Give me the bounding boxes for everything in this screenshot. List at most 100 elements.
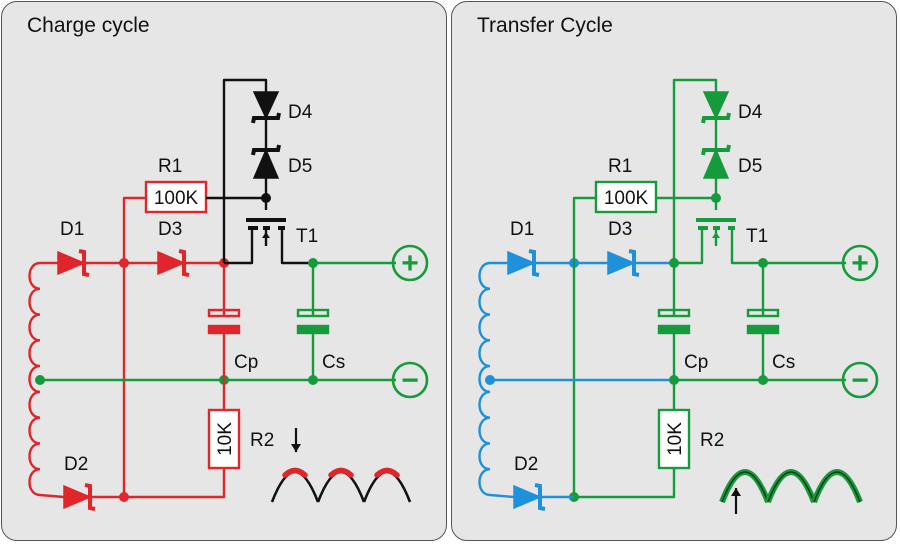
diode-d5 [701,144,731,179]
body-arrow [262,232,270,238]
waveform-arch-core [813,471,861,503]
label-d1: D1 [510,219,534,240]
capacitor-plate-bottom [296,324,330,335]
wire [280,248,313,265]
label-d5: D5 [738,156,762,177]
negative-terminal-symbol: − [401,364,419,397]
waveform-arch-core [721,471,769,503]
wire [224,248,254,265]
negative-terminal-ring [841,361,879,399]
transformer-coil [478,261,491,497]
waveform-arch [316,470,366,503]
label-d3: D3 [608,219,632,240]
label-d2: D2 [514,454,538,475]
wire [122,196,146,263]
wire [124,468,226,499]
label-cs: Cs [322,352,345,373]
capacitor-plate-bottom [657,324,691,335]
label-d5: D5 [288,156,312,177]
mosfet-t1 [696,218,736,248]
wire [672,78,718,263]
resistor-r2-value: 10K [665,422,686,456]
label-r2: R2 [700,430,724,451]
diode-triangle [507,250,536,276]
label-r2: R2 [250,430,274,451]
label-cp: Cp [684,352,708,373]
diode-triangle [252,91,280,120]
diode-triangle [513,484,542,510]
phase-arrow [731,488,741,514]
waveform [720,470,862,503]
diode-bar [701,144,731,156]
positive-terminal-ring [391,244,429,282]
mosfet-t1 [246,218,286,248]
junction-dot [485,375,495,385]
waveform-arch [270,470,320,503]
label-r1: R1 [158,156,182,177]
waveform [270,467,412,503]
label-d3: D3 [158,219,182,240]
capacitor-plate-top [207,308,241,318]
label-cp: Cp [234,352,258,373]
diode-bar [251,144,281,156]
resistor-r1-value: 100K [604,188,649,209]
waveform-highlight [328,467,354,478]
arrow-head [291,444,301,452]
negative-terminal-ring [391,361,429,399]
diode-triangle [57,250,86,276]
label-d4: D4 [288,102,313,123]
label-t1: T1 [746,226,768,247]
diode-triangle [702,91,730,120]
label-cs: Cs [772,352,795,373]
arrow-head [731,488,741,496]
resistor-r2 [207,408,241,470]
wire [39,493,65,499]
wire [574,468,676,499]
capacitor-plate-top [657,308,691,318]
diode-d5 [251,144,281,179]
junction-dot [35,375,45,385]
wire [489,493,515,499]
resistor-r2-value: 10K [215,422,236,456]
charge-cycle-title: Charge cycle [27,14,150,37]
waveform-arch [362,470,412,503]
wire [572,196,596,263]
negative-terminal: − [391,361,429,399]
diode-triangle [252,148,280,179]
transfer-cycle-title: Transfer Cycle [477,14,613,37]
diode-triangle [157,250,186,276]
positive-terminal-ring [841,244,879,282]
diode-triangle [63,484,92,510]
transformer-coil [28,261,41,497]
positive-terminal: + [841,244,879,282]
label-t1: T1 [296,226,318,247]
waveform-highlight [282,467,308,478]
capacitor-plate-bottom [746,324,780,335]
positive-terminal-symbol: + [851,247,869,280]
label-d2: D2 [64,454,88,475]
resistor-r2 [657,408,691,470]
phase-arrow [291,428,301,452]
positive-terminal: + [391,244,429,282]
diode-triangle [607,250,636,276]
wire [730,248,763,265]
positive-terminal-symbol: + [401,247,419,280]
label-d1: D1 [60,219,84,240]
wire [222,78,268,263]
label-d4: D4 [738,102,763,123]
capacitor-plate-top [746,308,780,318]
capacitor-plate-top [296,308,330,318]
waveform-highlight [374,467,400,478]
negative-terminal-symbol: − [851,364,869,397]
waveform-arch-core [767,471,815,503]
capacitor-plate-bottom [207,324,241,335]
diode-triangle [702,148,730,179]
negative-terminal: − [841,361,879,399]
wire [674,248,704,265]
label-r1: R1 [608,156,632,177]
resistor-r1-value: 100K [154,188,199,209]
body-arrow [712,232,720,238]
